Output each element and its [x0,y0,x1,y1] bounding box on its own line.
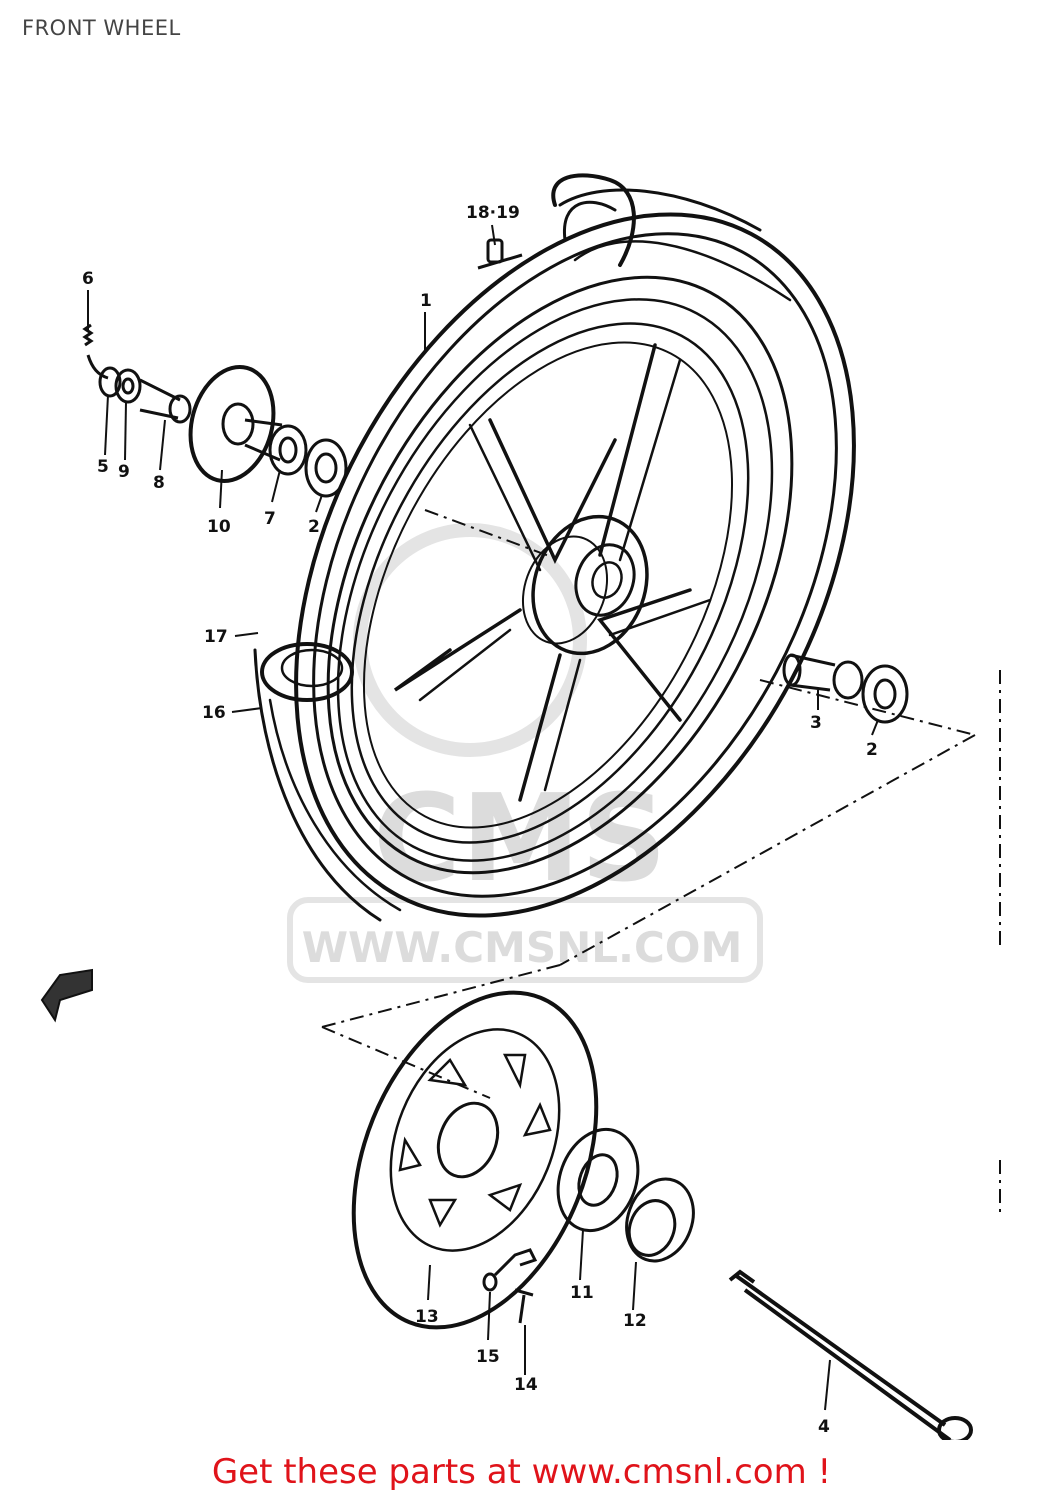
callout-4: 4 [818,1417,830,1437]
callout-2-left: 2 [308,517,320,537]
callout-9: 9 [118,462,130,482]
callout-8: 8 [153,473,165,493]
callout-5: 5 [97,457,109,477]
callout-10: 10 [207,517,231,537]
watermark-url-text: WWW.CMSNL.COM [302,923,743,972]
callout-13: 13 [415,1307,439,1327]
leader-lines [87,224,879,1411]
exploded-parts-diagram: CMS WWW.CMSNL.COM [40,173,1001,1440]
callout-12: 12 [623,1311,647,1331]
left-side-parts [82,323,348,498]
callout-18-19: 18·19 [466,203,520,223]
callout-14: 14 [514,1375,538,1395]
callout-1: 1 [420,291,432,311]
callout-7: 7 [264,509,276,529]
right-side-parts [782,653,909,724]
diagram-title: FRONT WHEEL [22,16,181,40]
front-axle [728,1269,973,1440]
callout-17: 17 [204,627,228,647]
brake-disc [351,990,599,1330]
callout-3: 3 [810,713,822,733]
callout-6: 6 [82,269,94,289]
callout-16: 16 [202,703,226,723]
front-direction-arrow [40,968,93,1023]
callout-15: 15 [476,1347,500,1367]
assembly-guide-lines [321,509,1001,1215]
front-wheel-rim [253,173,856,922]
footer-shop-link[interactable]: Get these parts at www.cmsnl.com ! [211,1452,832,1492]
disc-hardware [482,1127,695,1324]
callout-2-right: 2 [866,740,878,760]
valve-part [477,238,523,270]
callout-11: 11 [570,1283,594,1303]
